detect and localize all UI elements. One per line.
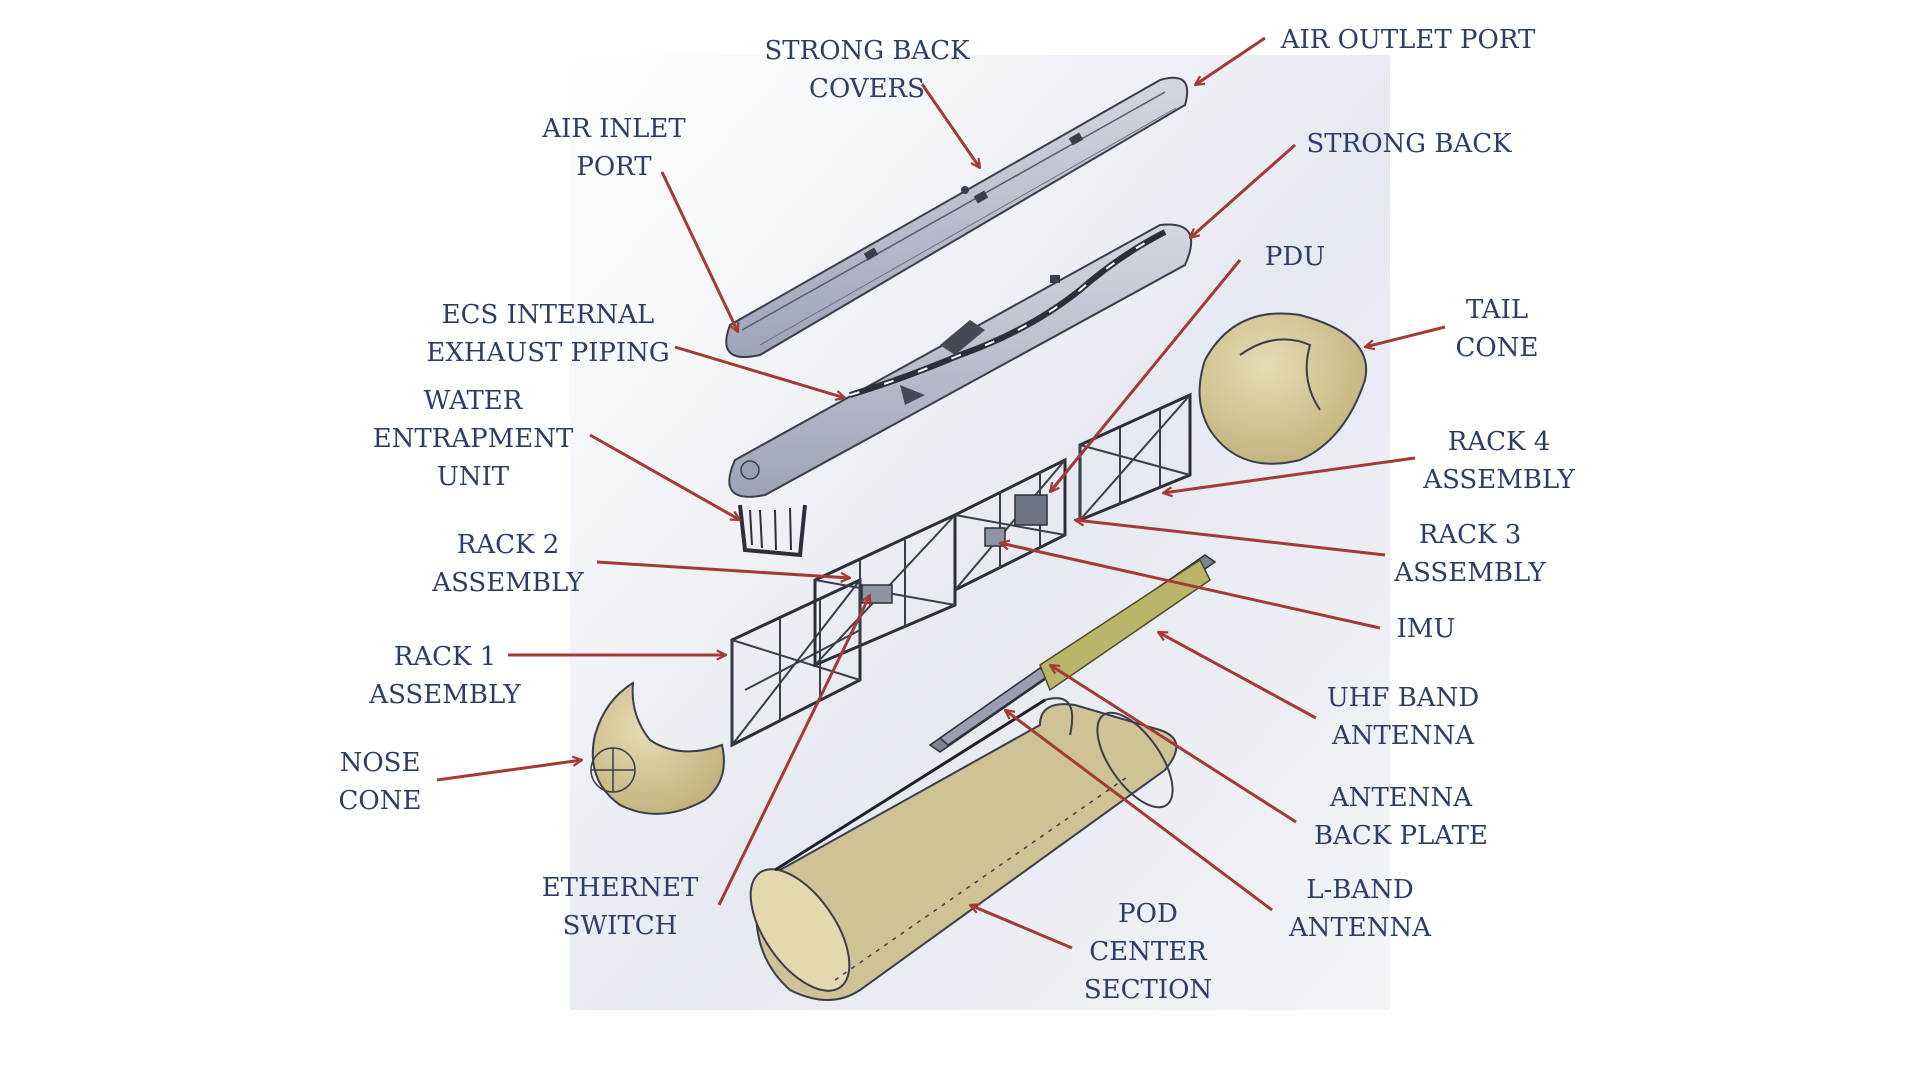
arrow-l-band-antenna <box>1005 710 1273 912</box>
label-line: WATER <box>423 386 523 416</box>
rack-4-frame <box>1078 392 1192 523</box>
arrow-tail-cone <box>1365 325 1446 347</box>
label-line: PORT <box>576 152 652 182</box>
label-pod-center-section: POD CENTER SECTION <box>1084 895 1212 1009</box>
label-line: PDU <box>1264 242 1326 272</box>
label-line: NOSE <box>339 748 421 778</box>
nose-cone-part <box>590 681 725 815</box>
arrow-ethernet-switch <box>717 595 872 906</box>
label-line: RACK 3 <box>1418 520 1522 550</box>
leader-arrows <box>436 36 1446 950</box>
label-line: ASSEMBLY <box>432 568 584 598</box>
label-line: IMU <box>1396 614 1456 644</box>
label-line: EXHAUST PIPING <box>426 338 670 368</box>
label-air-outlet-port: AIR OUTLET PORT <box>1281 21 1536 59</box>
label-line: AIR INLET <box>542 114 686 144</box>
uhf-band-antenna-part <box>1039 558 1211 692</box>
arrow-rack-2 <box>596 560 850 578</box>
label-line: ANTENNA <box>1331 721 1475 751</box>
rack-1-frame <box>730 577 862 748</box>
label-line: CONE <box>338 786 422 816</box>
label-antenna-back-plate: ANTENNA BACK PLATE <box>1314 779 1488 855</box>
arrow-uhf-antenna <box>1158 630 1317 720</box>
label-line: POD <box>1118 899 1178 929</box>
arrow-air-outlet-port <box>1195 36 1266 85</box>
arrow-nose-cone <box>436 760 582 782</box>
arrow-imu <box>1000 543 1381 630</box>
arrow-water-entrapment <box>589 433 740 522</box>
label-tail-cone: TAIL CONE <box>1456 291 1539 367</box>
label-line: RACK 4 <box>1447 427 1551 457</box>
arrow-pdu <box>1050 259 1242 492</box>
label-line: ANTENNA <box>1329 783 1473 813</box>
label-l-band-antenna: L-BAND ANTENNA <box>1289 871 1431 947</box>
label-line: ASSEMBLY <box>369 680 521 710</box>
arrow-ecs-piping <box>674 345 845 398</box>
label-line: COVERS <box>809 74 925 104</box>
label-rack-4-assembly: RACK 4 ASSEMBLY <box>1423 423 1574 499</box>
rack-2-frame <box>813 512 957 668</box>
arrow-strong-back-covers <box>920 83 980 168</box>
arrow-rack-4 <box>1163 456 1416 493</box>
label-nose-cone: NOSE CONE <box>339 744 422 820</box>
label-line: UNIT <box>436 462 510 492</box>
label-imu: IMU <box>1397 610 1456 648</box>
label-rack-1-assembly: RACK 1 ASSEMBLY <box>369 638 520 714</box>
label-line: BACK PLATE <box>1314 821 1488 851</box>
label-line: STRONG BACK <box>1306 129 1512 159</box>
label-line: CONE <box>1455 333 1539 363</box>
label-line: SECTION <box>1083 975 1213 1005</box>
arrow-pod-center-section <box>970 905 1073 950</box>
label-pdu: PDU <box>1265 238 1325 276</box>
label-line: ECS INTERNAL <box>441 300 655 330</box>
label-line: STRONG BACK <box>764 36 970 66</box>
label-rack-3-assembly: RACK 3 ASSEMBLY <box>1394 516 1545 592</box>
label-line: ETHERNET <box>541 873 699 903</box>
label-water-entrapment-unit: WATER ENTRAPMENT UNIT <box>373 382 574 496</box>
arrow-air-inlet-port <box>660 171 740 332</box>
label-line: UHF BAND <box>1326 683 1480 713</box>
label-rack-2-assembly: RACK 2 ASSEMBLY <box>432 526 583 602</box>
label-line: RACK 2 <box>456 530 560 560</box>
label-line: ANTENNA <box>1288 913 1432 943</box>
pod-center-section-part <box>749 697 1178 1001</box>
label-line: ASSEMBLY <box>1423 465 1575 495</box>
label-air-inlet-port: AIR INLET PORT <box>542 110 686 186</box>
label-ethernet-switch: ETHERNET SWITCH <box>542 869 699 945</box>
label-ecs-internal-exhaust-piping: ECS INTERNAL EXHAUST PIPING <box>426 296 669 372</box>
label-line: L-BAND <box>1306 875 1414 905</box>
tail-cone-part <box>1198 312 1368 465</box>
label-line: ENTRAPMENT <box>372 424 574 454</box>
label-strong-back: STRONG BACK <box>1306 125 1511 163</box>
label-line: AIR OUTLET PORT <box>1280 25 1536 55</box>
label-line: ASSEMBLY <box>1394 558 1546 588</box>
water-entrapment-unit-part <box>738 504 807 558</box>
arrow-strong-back <box>1190 143 1296 238</box>
label-line: SWITCH <box>562 911 678 941</box>
arrow-antenna-back-plate <box>1050 665 1297 824</box>
strong-back-covers-part <box>725 76 1189 358</box>
strong-back-part <box>728 223 1193 498</box>
label-line: RACK 1 <box>393 642 497 672</box>
arrow-rack-3 <box>1075 520 1386 557</box>
label-line: TAIL <box>1465 295 1529 325</box>
label-uhf-band-antenna: UHF BAND ANTENNA <box>1327 679 1479 755</box>
label-line: CENTER <box>1089 937 1207 967</box>
label-strong-back-covers: STRONG BACK COVERS <box>764 32 969 108</box>
